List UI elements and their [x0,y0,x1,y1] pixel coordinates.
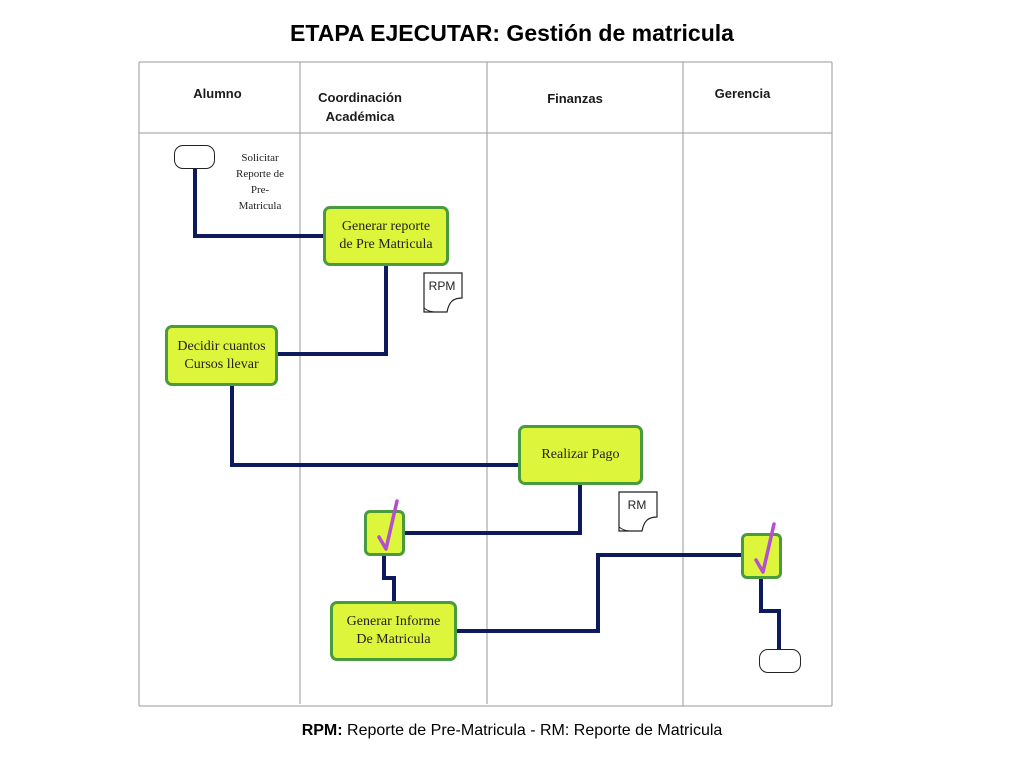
connector-decidir-to-pago [230,384,519,467]
connector-informe-to-check2 [456,553,743,633]
legend-text: Reporte de Pre-Matricula - RM: Reporte d… [342,722,723,739]
decision-check-2 [741,522,782,579]
start-terminator [174,145,215,169]
connector-check1-to-informe [382,555,396,604]
check-icon [754,522,776,574]
connector-generar-reporte-to-decidir [276,264,388,356]
node-generar-reporte: Generar reporte de Pre Matricula [323,206,449,266]
document-rpm: RPM [423,272,463,314]
lane-header-finanzas: Finanzas [547,91,603,106]
document-rm-label: RM [627,498,647,512]
legend-rpm-key: RPM: [301,722,343,739]
end-terminator [759,649,801,673]
document-icon [618,491,658,532]
document-icon [423,272,463,313]
lane-header-gerencia: Gerencia [714,86,771,101]
solicitar-reporte-note: Solicitar Reporte de Pre- Matricula [236,152,284,212]
document-rm: RM [618,491,658,533]
legend: RPM: Reporte de Pre-Matricula - RM: Repo… [0,722,1024,740]
connector-pago-to-check1 [403,484,582,535]
lane-grid [138,61,833,707]
lane-header-alumno: Alumno [193,86,242,101]
check-icon [377,499,399,551]
lane-header-coordinacion: Coordinación Académica [318,90,402,124]
document-rpm-label: RPM [428,279,456,293]
node-decidir-cursos: Decidir cuantos Cursos llevar [165,325,278,386]
connectors [193,168,781,650]
node-generar-informe: Generar Informe De Matricula [330,601,457,661]
node-realizar-pago: Realizar Pago [518,425,643,485]
connector-start-to-generar-reporte [193,168,326,238]
page-title: ETAPA EJECUTAR: Gestión de matricula [290,20,734,46]
decision-check-1 [364,499,405,556]
connector-check2-to-end [759,578,781,650]
